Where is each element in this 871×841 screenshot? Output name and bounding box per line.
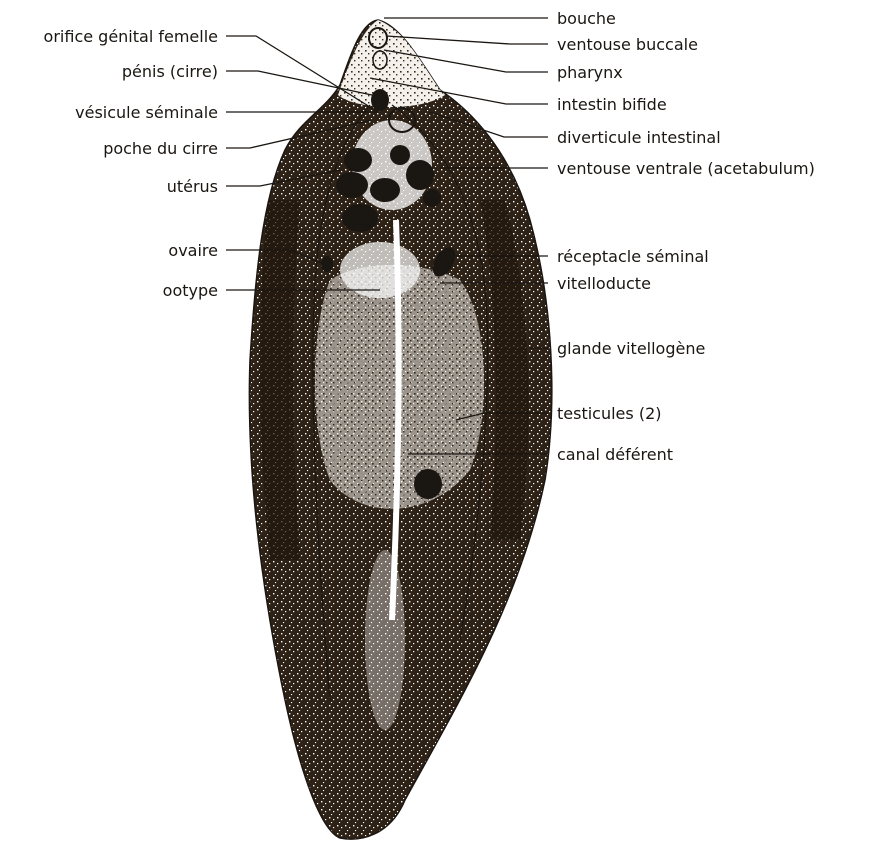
uterus-coil-7 xyxy=(423,189,441,207)
labels-right: bouche ventouse buccale pharynx intestin… xyxy=(557,9,815,464)
label-poche-cirre: poche du cirre xyxy=(103,139,218,158)
uterus-coil-2 xyxy=(336,172,368,198)
label-ventouse-ventrale: ventouse ventrale (acetabulum) xyxy=(557,159,815,178)
uterus-coil-5 xyxy=(406,160,434,190)
label-ovaire: ovaire xyxy=(168,241,218,260)
label-glande-vitellogene: glande vitellogène xyxy=(557,339,705,358)
label-canal-deferent: canal déférent xyxy=(557,445,673,464)
label-intestin-bifide: intestin bifide xyxy=(557,95,667,114)
testis-blob xyxy=(414,469,442,499)
labels-left: orifice génital femelle pénis (cirre) vé… xyxy=(44,27,218,300)
anterior-cone xyxy=(338,20,445,107)
uterus-coil-4 xyxy=(342,204,378,232)
label-pharynx: pharynx xyxy=(557,63,623,82)
label-receptacle-seminal: réceptacle séminal xyxy=(557,247,709,266)
uterus-coil-1 xyxy=(344,148,372,172)
label-testicules: testicules (2) xyxy=(557,404,661,423)
fluke-body xyxy=(249,20,551,839)
label-orifice-genital: orifice génital femelle xyxy=(44,27,218,46)
label-bouche: bouche xyxy=(557,9,616,28)
vesicle-dark xyxy=(371,89,389,111)
label-vesicule-seminale: vésicule séminale xyxy=(75,103,218,122)
uterus-coil-6 xyxy=(390,145,410,165)
label-ventouse-buccale: ventouse buccale xyxy=(557,35,698,54)
label-diverticule: diverticule intestinal xyxy=(557,128,721,147)
uterus-coil-3 xyxy=(370,178,400,202)
label-penis: pénis (cirre) xyxy=(122,62,218,81)
label-vitelloducte: vitelloducte xyxy=(557,274,651,293)
posterior-light-area xyxy=(365,550,405,730)
label-ootype: ootype xyxy=(163,281,218,300)
label-uterus: utérus xyxy=(167,177,218,196)
